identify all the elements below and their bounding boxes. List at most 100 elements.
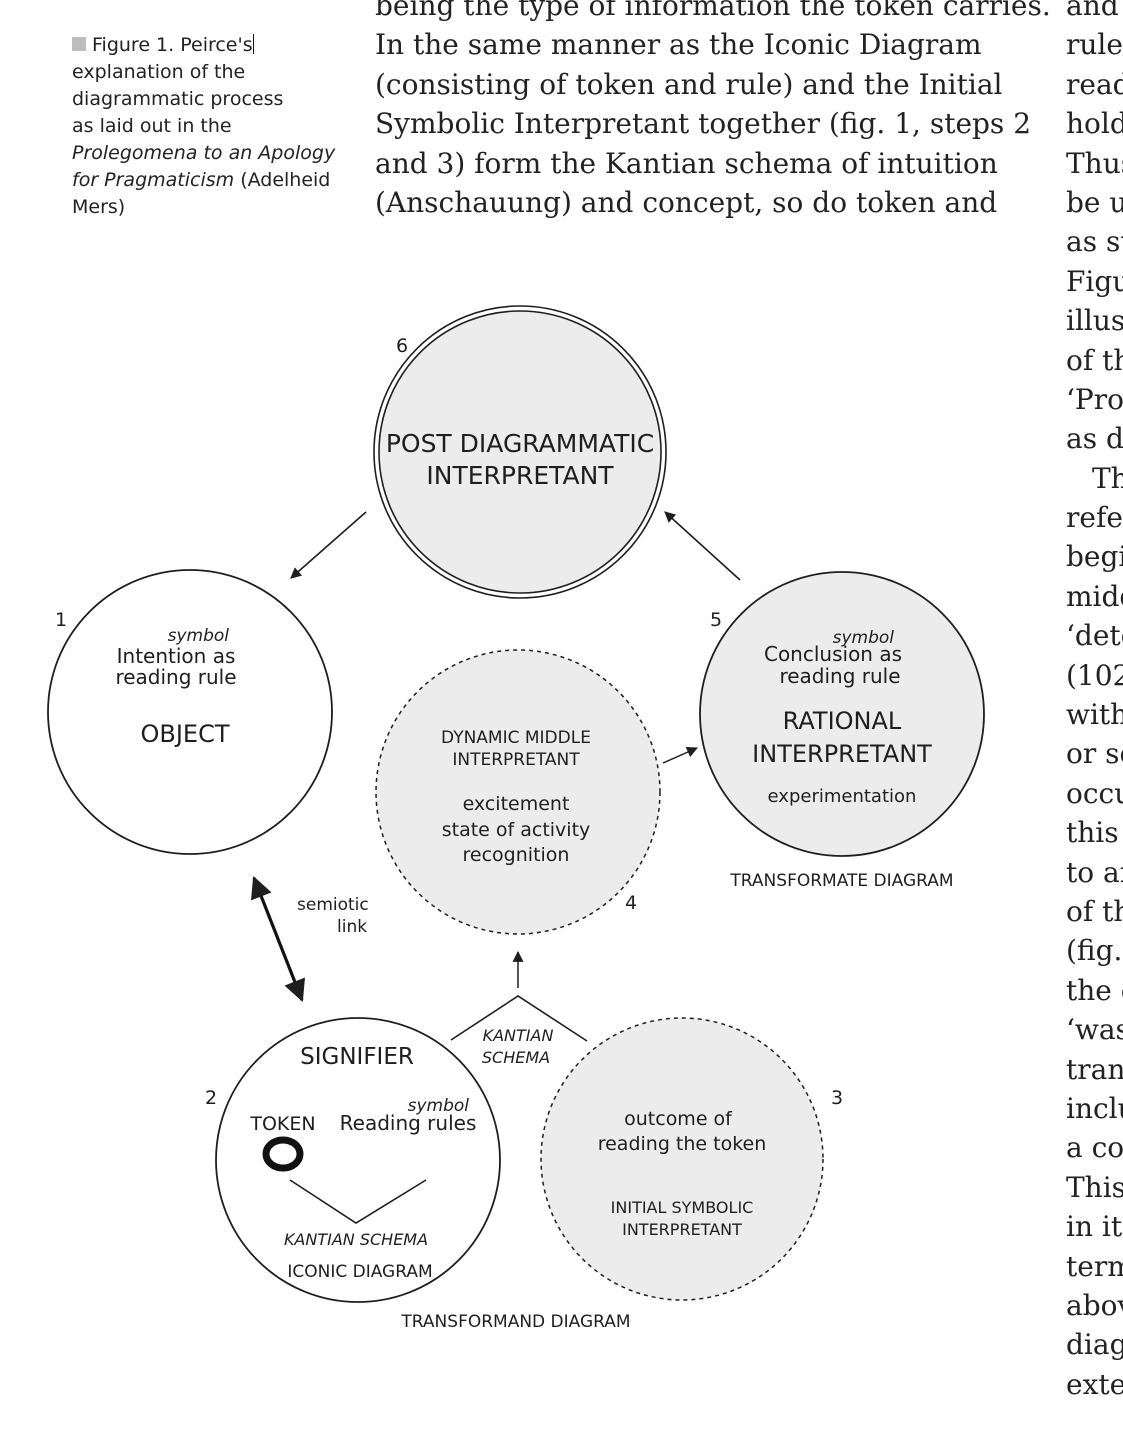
side-text-line: Figu	[1066, 264, 1123, 298]
node-4-line3: recognition	[463, 844, 570, 866]
node-4-title-line1: DYNAMIC MIDDLE	[441, 728, 591, 748]
semiotic-link-label-line1: semiotic	[297, 895, 369, 915]
side-text-line: exte	[1066, 1367, 1123, 1401]
node-1-line1: Intention as	[117, 644, 236, 668]
caption-line: Mers)	[72, 196, 126, 218]
side-text-line: diag	[1066, 1328, 1123, 1362]
side-text-line: with	[1066, 698, 1123, 732]
body-line: (Anschauung) and concept, so do token an…	[375, 185, 998, 219]
node-2-symbol-label: symbol	[408, 1096, 470, 1116]
body-line: and 3) form the Kantian schema of intuit…	[375, 146, 998, 180]
node-1-circle	[47, 569, 333, 855]
node-5-line2: reading rule	[779, 664, 900, 688]
side-text-column: and rules read holdThus be u as st Figu illus of…	[1066, 0, 1123, 1404]
body-text-column: being the type of information the token …	[375, 0, 1051, 222]
caption-line: explanation of the	[72, 61, 246, 83]
side-text-line: refer	[1066, 501, 1123, 535]
node-initial-symbolic-interpretant: 3 outcome of reading the token INITIAL S…	[540, 1017, 843, 1301]
node-2-reading-rules: Reading rules	[340, 1111, 477, 1135]
caption-marker-icon	[72, 37, 86, 51]
side-text-line: as di	[1066, 422, 1123, 456]
side-text-line: ‘was	[1066, 1013, 1123, 1047]
node-2-iconic-diagram: ICONIC DIAGRAM	[287, 1262, 432, 1282]
side-text-line: (fig.	[1066, 934, 1123, 968]
node-1-line2: reading rule	[115, 665, 236, 689]
text-cursor	[252, 34, 254, 54]
node-1-title: OBJECT	[140, 720, 229, 748]
transformate-diagram-label: TRANSFORMATE DIAGRAM	[729, 871, 953, 891]
side-text-line: Th	[1092, 461, 1123, 495]
side-text-line: illus	[1066, 304, 1123, 338]
side-text-line: this	[1066, 816, 1119, 850]
side-text-line: ‘Prol	[1066, 382, 1123, 416]
side-text-line: hold	[1066, 107, 1123, 141]
side-text-line: ‘dete	[1066, 619, 1123, 653]
node-dynamic-middle-interpretant: 4 DYNAMIC MIDDLE INTERPRETANT excitement…	[375, 649, 661, 935]
node-5-title-line1: RATIONAL	[783, 707, 902, 735]
semiotic-link-arrow	[251, 875, 305, 1003]
body-line: Symbolic Interpretant together (fig. 1, …	[375, 107, 1032, 141]
node-6-number: 6	[396, 335, 408, 357]
transformand-diagram-label: TRANSFORMAND DIAGRAM	[400, 1312, 630, 1332]
side-text-line: or sc	[1066, 737, 1123, 771]
side-text-line: a cor	[1066, 1131, 1123, 1165]
node-1-number: 1	[55, 609, 67, 631]
kantian-schema-chevron-icon	[289, 1179, 427, 1224]
side-text-line: of th	[1066, 894, 1123, 928]
figure-caption: Figure 1. Peirce's explanation of the di…	[72, 32, 337, 221]
caption-line: Figure 1. Peirce's	[72, 32, 337, 59]
node-3-number: 3	[831, 1087, 843, 1109]
side-text-line: of th	[1066, 343, 1123, 377]
side-text-line: in its	[1066, 1210, 1123, 1244]
side-text-line: and	[1066, 0, 1119, 22]
side-text-line: rules	[1066, 28, 1123, 62]
node-6-circle	[378, 310, 662, 594]
node-2-title: SIGNIFIER	[300, 1044, 414, 1070]
node-2-kantian-schema: KANTIAN SCHEMA	[284, 1230, 428, 1249]
node-6-title-line1: POST DIAGRAMMATIC	[386, 429, 654, 458]
side-text-line: begi	[1066, 540, 1123, 574]
node-6-title-line2: INTERPRETANT	[426, 461, 614, 490]
arrow-5-to-6	[664, 511, 741, 581]
node-signifier: 2 SIGNIFIER TOKEN symbol Reading rules K…	[205, 1017, 501, 1303]
node-rational-interpretant: 5 symbol Conclusion as reading rule RATI…	[699, 571, 985, 857]
body-line: (consisting of token and rule) and the I…	[375, 67, 1003, 101]
side-text-line: Thus	[1066, 146, 1123, 180]
side-text-line: midd	[1066, 579, 1123, 613]
side-text-line: abov	[1066, 1288, 1123, 1322]
side-text-line: (102	[1066, 658, 1123, 692]
node-3-circle	[540, 1017, 824, 1301]
side-text-line: be u	[1066, 185, 1123, 219]
node-post-diagrammatic-interpretant: 6 POST DIAGRAMMATIC INTERPRETANT	[373, 305, 667, 599]
caption-line: for Pragmaticism (Adelheid	[72, 169, 331, 191]
node-3-title-line2: INTERPRETANT	[622, 1220, 742, 1239]
node-3-line2: reading the token	[598, 1133, 767, 1155]
node-5-title-line2: INTERPRETANT	[752, 740, 932, 768]
node-5-circle	[699, 571, 985, 857]
side-text-line: trans	[1066, 1052, 1123, 1086]
token-circle-icon	[262, 1136, 304, 1172]
node-5-number: 5	[710, 609, 722, 631]
caption-line: as laid out in the	[72, 115, 232, 137]
side-text-line: occu	[1066, 776, 1123, 810]
side-text-line: as st	[1066, 225, 1123, 259]
node-5-line1: Conclusion as	[764, 642, 902, 666]
node-2-token-label: TOKEN	[249, 1113, 315, 1135]
node-3-line1: outcome of	[624, 1108, 733, 1130]
body-line: being the type of information the token …	[375, 0, 1051, 22]
side-text-line: read	[1066, 67, 1123, 101]
kantian-schema-connector-icon	[450, 995, 588, 1042]
arrow-6-to-1	[290, 511, 367, 579]
node-2-number: 2	[205, 1087, 217, 1109]
side-text-line: to ar	[1066, 855, 1123, 889]
kantian-schema-label-line1: KANTIAN	[483, 1026, 554, 1045]
node-object: 1 symbol Intention as reading rule OBJEC…	[47, 569, 333, 855]
caption-line: Prolegomena to an Apology	[72, 142, 336, 164]
node-4-line1: excitement	[463, 793, 570, 815]
node-5-symbol-label: symbol	[833, 628, 895, 648]
arrow-4-to-5	[662, 746, 699, 764]
node-4-line2: state of activity	[442, 819, 591, 841]
side-text-line: This	[1066, 1170, 1123, 1204]
kantian-schema-label-line2: SCHEMA	[482, 1048, 550, 1067]
